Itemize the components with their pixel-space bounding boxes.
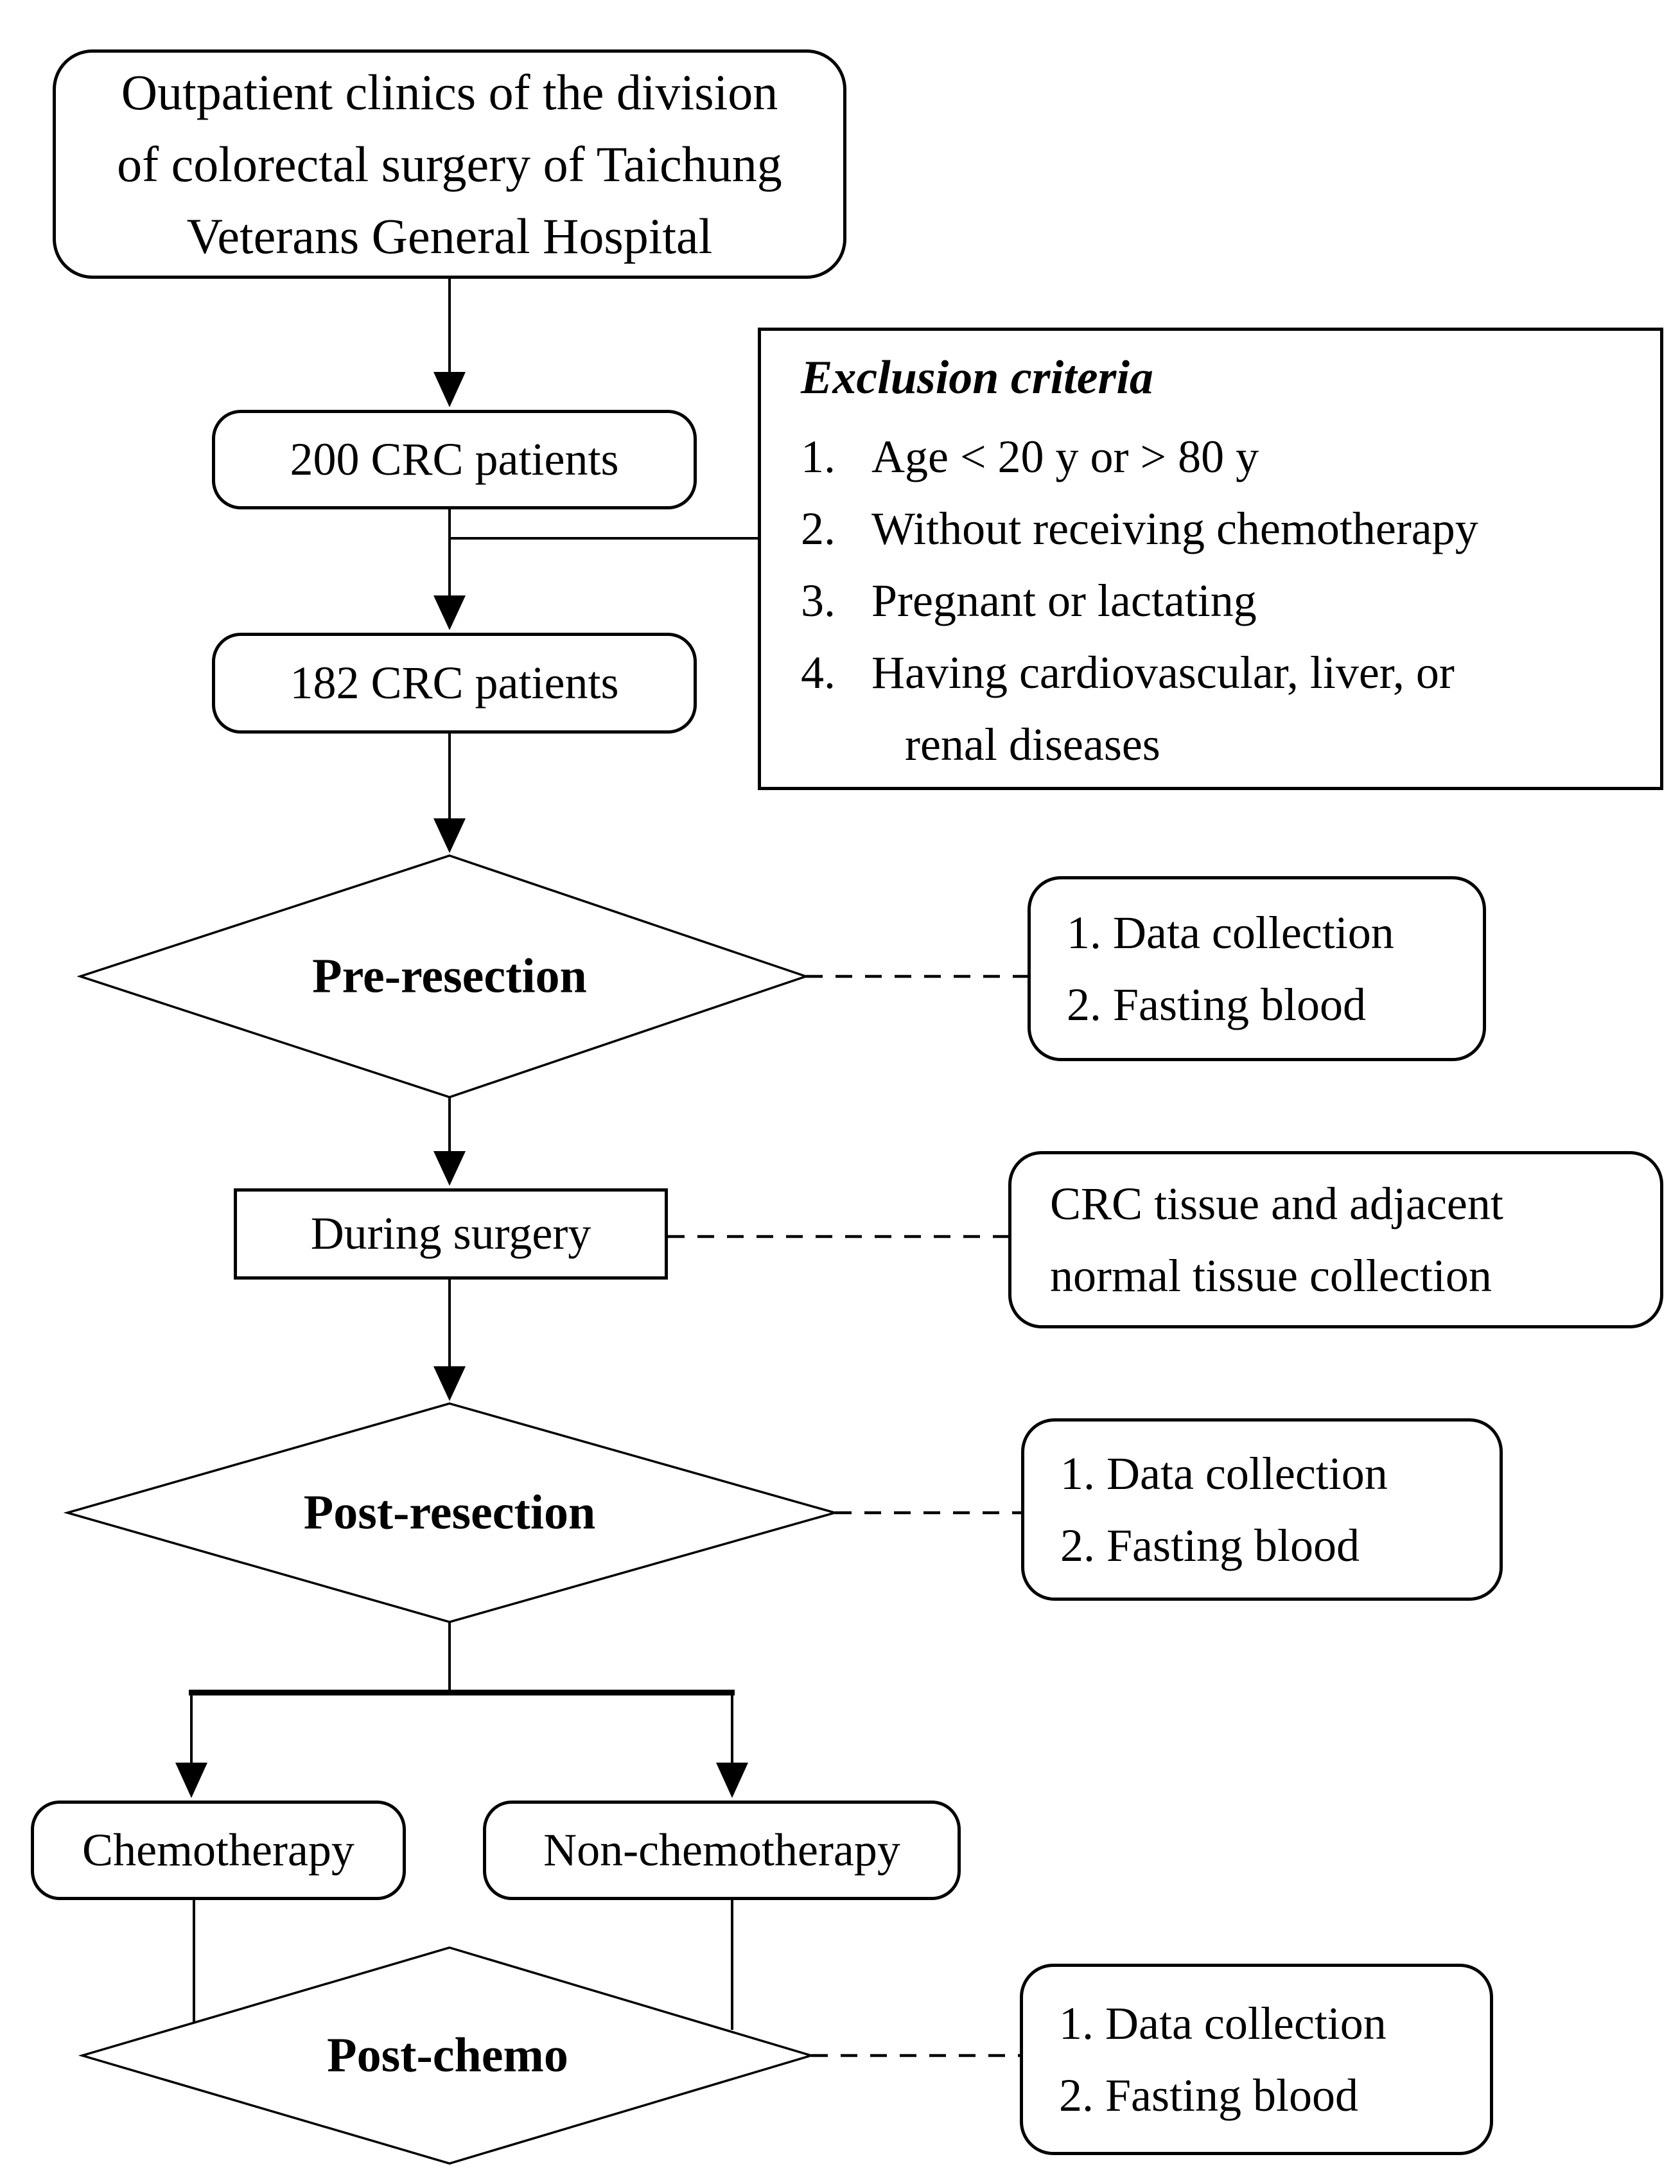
exclusion-item-4-line-1: Having cardiovascular, liver, or [871, 647, 1455, 698]
pre-resection-action-2: 2. Fasting blood [1067, 979, 1367, 1030]
node-non-chemotherapy: Non-chemotherapy [483, 1801, 961, 1900]
post-resection-action-1: 1. Data collection [1060, 1448, 1388, 1499]
exclusion-item-1: 1. Age < 20 y or > 80 y [801, 421, 1641, 493]
exclusion-item-3-text: Pregnant or lactating [871, 575, 1257, 626]
node-pre-resection-actions: 1. Data collection 2. Fasting blood [1028, 876, 1486, 1061]
node-post-chemo-actions: 1. Data collection 2. Fasting blood [1020, 1964, 1493, 2155]
node-during-surgery: During surgery [234, 1188, 668, 1280]
tissue-collection-line-1: CRC tissue and adjacent [1050, 1178, 1503, 1229]
node-182-crc-patients: 182 CRC patients [212, 633, 697, 734]
node-tissue-collection: CRC tissue and adjacent normal tissue co… [1008, 1151, 1663, 1328]
exclusion-item-4: 4. Having cardiovascular, liver, or rena… [801, 637, 1641, 780]
clinic-line-2: of colorectal surgery of Taichung [117, 136, 782, 192]
182-crc-patients-label: 182 CRC patients [290, 656, 619, 709]
exclusion-item-2-text: Without receiving chemotherapy [871, 503, 1478, 554]
post-chemo-action-2: 2. Fasting blood [1059, 2070, 1359, 2121]
exclusion-item-1-text: Age < 20 y or > 80 y [871, 431, 1259, 482]
pre-resection-action-1: 1. Data collection [1067, 907, 1394, 958]
arrowhead-into-200 [433, 372, 466, 407]
node-chemotherapy: Chemotherapy [31, 1801, 406, 1900]
non-chemotherapy-label: Non-chemotherapy [543, 1824, 900, 1876]
exclusion-item-4-line-2: renal diseases [905, 719, 1160, 770]
tissue-collection-line-2: normal tissue collection [1050, 1250, 1492, 1301]
node-post-resection-actions: 1. Data collection 2. Fasting blood [1021, 1418, 1503, 1601]
clinic-line-3: Veterans General Hospital [186, 207, 713, 264]
post-chemo-action-1: 1. Data collection [1059, 1998, 1387, 2049]
arrowhead-into-post-resection [433, 1366, 466, 1401]
chemotherapy-label: Chemotherapy [82, 1824, 354, 1876]
post-chemo-label: Post-chemo [327, 2028, 568, 2083]
node-exclusion-criteria: Exclusion criteria 1. Age < 20 y or > 80… [758, 328, 1663, 790]
node-clinic: Outpatient clinics of the division of co… [53, 49, 846, 279]
post-resection-label: Post-resection [303, 1485, 596, 1540]
exclusion-item-3: 3. Pregnant or lactating [801, 565, 1641, 637]
exclusion-item-2: 2. Without receiving chemotherapy [801, 493, 1641, 565]
pre-resection-label: Pre-resection [312, 949, 587, 1003]
post-resection-action-2: 2. Fasting blood [1060, 1520, 1360, 1571]
node-200-crc-patients: 200 CRC patients [212, 410, 697, 509]
arrowhead-into-182 [433, 595, 466, 630]
exclusion-item-4-text: Having cardiovascular, liver, or renal d… [871, 637, 1641, 780]
arrowhead-into-chemotherapy [175, 1763, 207, 1798]
200-crc-patients-label: 200 CRC patients [290, 433, 619, 485]
clinic-line-1: Outpatient clinics of the division [121, 64, 778, 120]
exclusion-criteria-title: Exclusion criteria [801, 351, 1153, 404]
during-surgery-label: During surgery [310, 1208, 591, 1260]
post-chemo-diamond [78, 1946, 816, 2165]
exclusion-item-3-number: 3. [801, 575, 836, 626]
exclusion-item-2-number: 2. [801, 503, 836, 554]
exclusion-item-1-number: 1. [801, 431, 836, 482]
exclusion-item-4-number: 4. [801, 647, 836, 698]
arrowhead-into-during [433, 1151, 466, 1186]
arrowhead-into-pre-resection [433, 818, 466, 853]
arrowhead-into-non-chemotherapy [716, 1763, 748, 1798]
